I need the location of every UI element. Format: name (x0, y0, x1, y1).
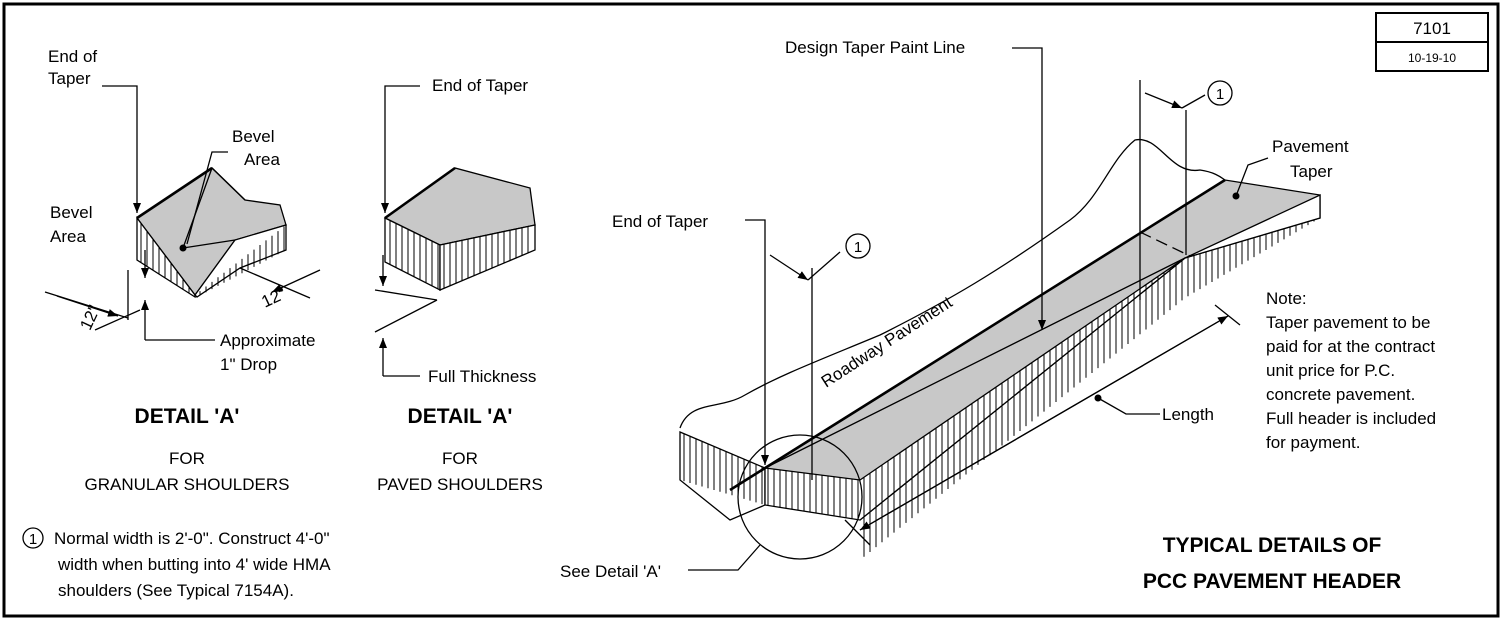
granular-bevel-top-2: Area (244, 150, 280, 169)
main-callout-circle-1 (845, 233, 871, 259)
paved-sub-1: FOR (442, 449, 478, 468)
main-callout-1: 1 (854, 239, 862, 256)
footnote-line-1: Normal width is 2'-0". Construct 4'-0" (54, 529, 330, 548)
sheet-number: 7101 (1413, 19, 1451, 38)
main-end-of-taper-label: End of Taper (612, 212, 708, 231)
granular-end-of-taper-1: End of (48, 47, 97, 66)
main-callout-2: 1 (1216, 86, 1224, 103)
main-pavement-taper-2: Taper (1290, 162, 1333, 181)
granular-drop-1: Approximate (220, 331, 315, 350)
granular-sub-1: FOR (169, 449, 205, 468)
granular-end-of-taper-2: Taper (48, 69, 91, 88)
note-line-6: for payment. (1266, 433, 1361, 452)
granular-drop-2: 1" Drop (220, 355, 277, 374)
main-title-1: TYPICAL DETAILS OF (1163, 534, 1382, 557)
granular-title: DETAIL 'A' (135, 405, 240, 428)
footnote-line-2: width when butting into 4' wide HMA (57, 555, 331, 574)
detail-paved-drawing (374, 85, 536, 377)
footnote-marker-circle (22, 527, 44, 549)
sheet-number-box: 7101 10-19-10 (1375, 12, 1489, 72)
granular-bevel-top-1: Bevel (232, 127, 275, 146)
note-line-4: concrete pavement. (1266, 385, 1415, 404)
footnote-marker: 1 (29, 531, 37, 548)
main-design-taper-label: Design Taper Paint Line (785, 38, 965, 57)
main-note: Note: Taper pavement to be paid for at t… (1266, 289, 1436, 452)
paved-full-thickness: Full Thickness (428, 367, 536, 386)
main-pavement-taper-1: Pavement (1272, 137, 1349, 156)
main-see-detail: See Detail 'A' (560, 562, 661, 581)
granular-sub-2: GRANULAR SHOULDERS (85, 475, 290, 494)
granular-dim-12-right: 12" (259, 284, 290, 312)
paved-end-of-taper: End of Taper (432, 76, 528, 95)
note-line-2: paid for at the contract (1266, 337, 1435, 356)
granular-bevel-left-2: Area (50, 227, 86, 246)
main-pavement-drawing (679, 47, 1321, 571)
sheet-date: 10-19-10 (1408, 51, 1456, 65)
detail-granular-drawing (44, 85, 321, 341)
footnote-line-3: shoulders (See Typical 7154A). (58, 581, 294, 600)
note-line-0: Note: (1266, 289, 1307, 308)
note-line-1: Taper pavement to be (1266, 313, 1430, 332)
note-line-3: unit price for P.C. (1266, 361, 1395, 380)
main-length-label: Length (1162, 405, 1214, 424)
main-callout-circle-2 (1207, 80, 1233, 106)
main-title-2: PCC PAVEMENT HEADER (1143, 570, 1401, 593)
note-line-5: Full header is included (1266, 409, 1436, 428)
granular-bevel-left-1: Bevel (50, 203, 93, 222)
paved-sub-2: PAVED SHOULDERS (377, 475, 543, 494)
paved-title: DETAIL 'A' (408, 405, 513, 428)
